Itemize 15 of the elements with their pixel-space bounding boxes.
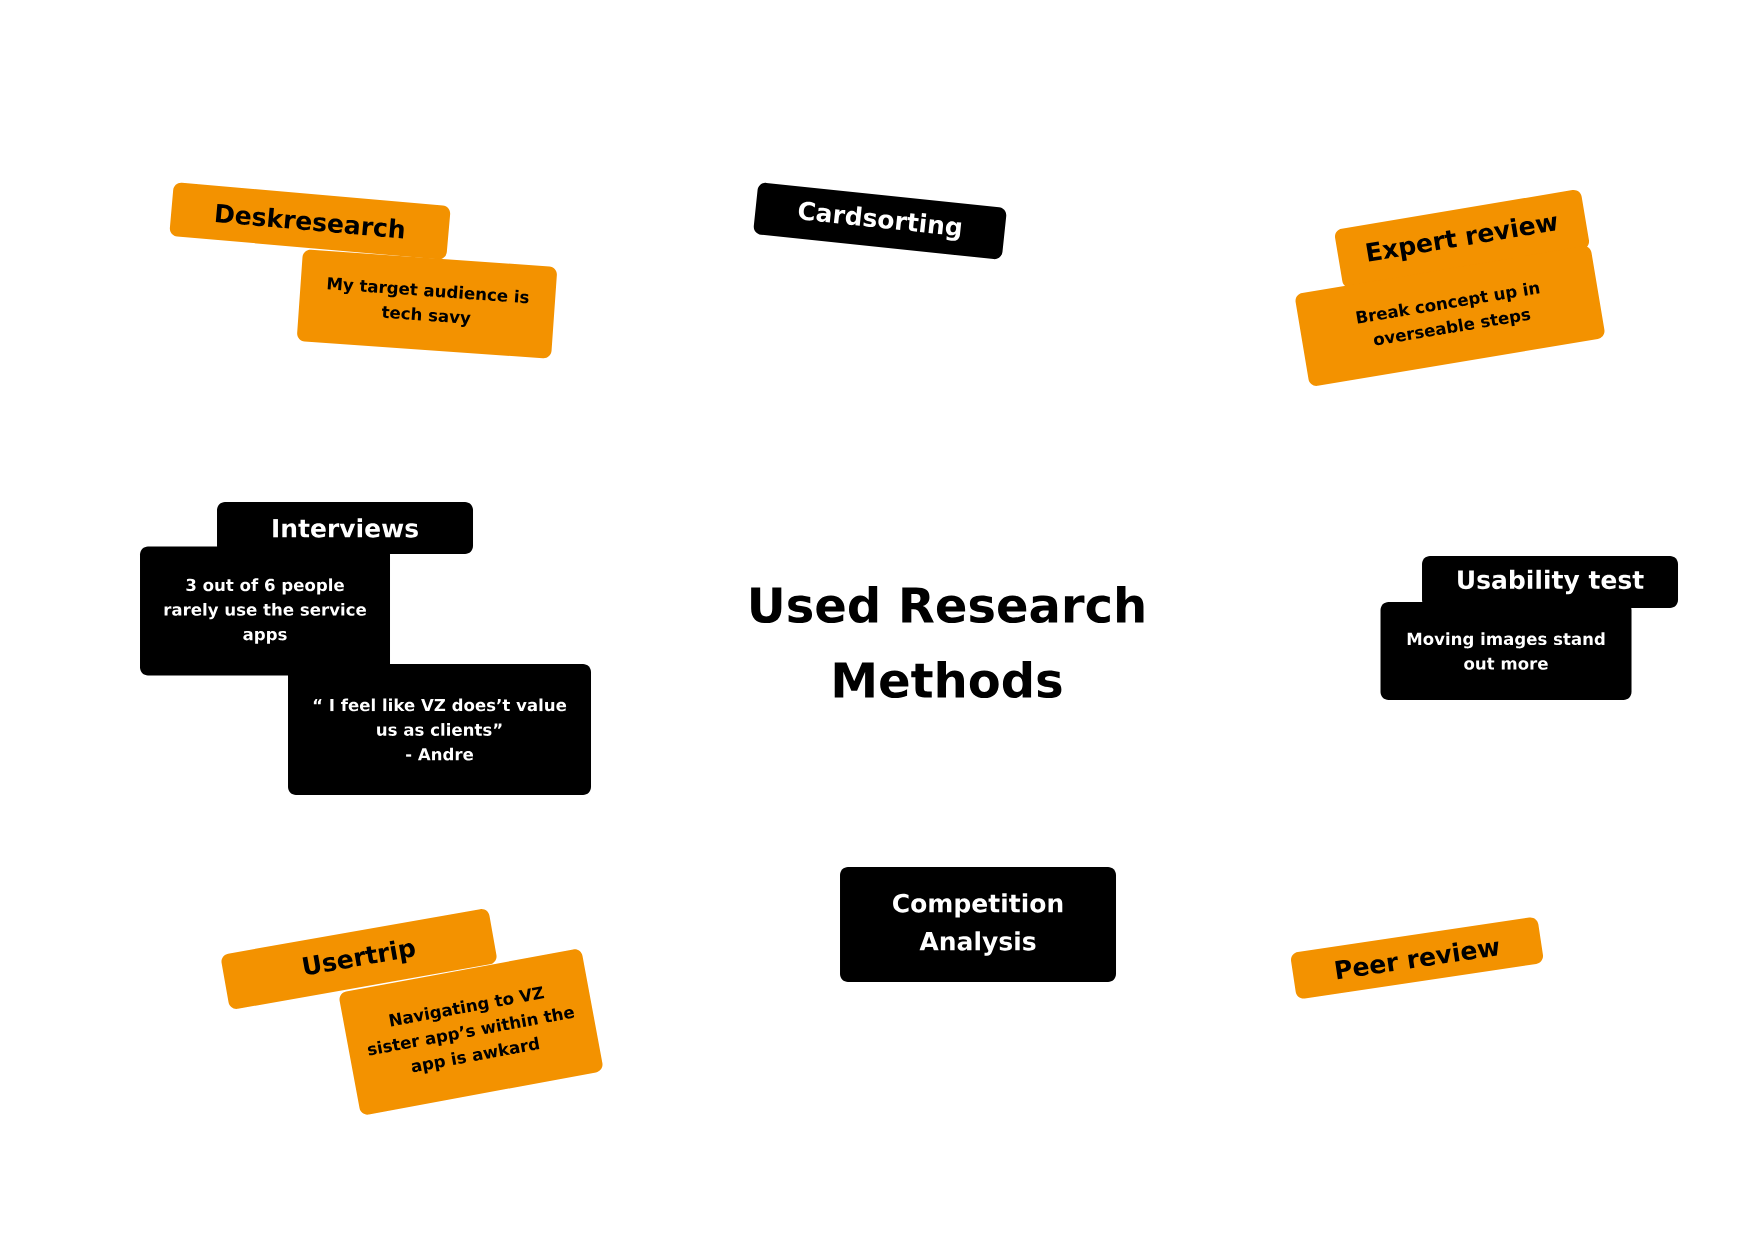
method-box: Competition Analysis	[840, 867, 1116, 982]
method-tag: Interviews	[217, 502, 473, 554]
method-tag: Usability test	[1422, 556, 1678, 608]
note-card: My target audience is tech savy	[297, 249, 557, 359]
note-card: 3 out of 6 people rarely use the service apps	[140, 546, 390, 676]
method-tag: Cardsorting	[753, 182, 1007, 260]
node-label: Interviews	[273, 518, 418, 538]
method-tag: Peer review	[1291, 917, 1543, 999]
node-label: 3 out of 6 people rarely use the service apps	[164, 578, 366, 644]
node-label: Usability test	[1458, 569, 1644, 595]
note-card: Moving images stand out more	[1380, 602, 1632, 700]
note-card: “ I feel like VZ does’t value us as clients” - Andre	[288, 664, 591, 795]
node-label: Moving images stand out more	[1407, 632, 1605, 670]
method-tag: Deskresearch	[169, 182, 451, 260]
title: Used Research Methods	[751, 585, 1144, 699]
